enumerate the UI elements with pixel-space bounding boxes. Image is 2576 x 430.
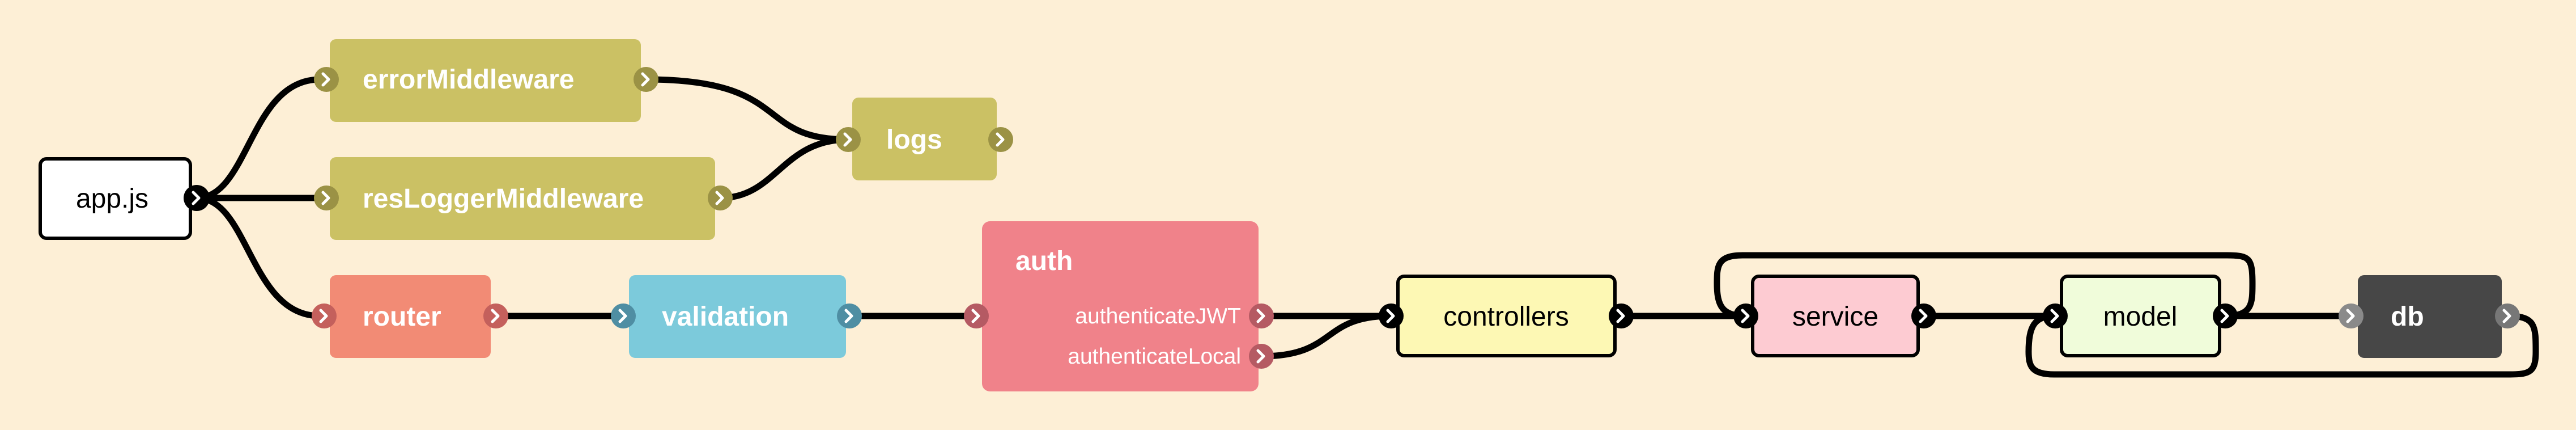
node-layer: app.js errorMiddleware resLoggerMiddlewa… bbox=[39, 39, 2520, 391]
node-service-label: service bbox=[1792, 302, 1878, 332]
port-model-in bbox=[2043, 303, 2068, 328]
chevron-right-icon[interactable] bbox=[184, 185, 210, 211]
node-db-label: db bbox=[2391, 302, 2424, 332]
node-service[interactable]: service bbox=[1733, 275, 1936, 357]
node-resloggermiddleware[interactable]: resLoggerMiddleware bbox=[314, 157, 733, 240]
node-db[interactable]: db bbox=[2339, 275, 2520, 358]
chevron-right-icon[interactable] bbox=[314, 67, 339, 92]
chevron-right-icon[interactable] bbox=[1609, 303, 1634, 328]
port-logs-in bbox=[836, 127, 861, 152]
chevron-right-icon[interactable] bbox=[1379, 303, 1404, 328]
port-resloggermiddleware-out bbox=[708, 186, 733, 210]
node-auth-label: auth bbox=[1015, 246, 1073, 276]
port-service-out bbox=[1911, 303, 1936, 328]
node-validation-box bbox=[629, 275, 846, 358]
edge-appjs-router bbox=[193, 195, 324, 319]
port-db-in bbox=[2339, 303, 2364, 328]
node-validation-label: validation bbox=[662, 302, 789, 332]
port-controllers-in bbox=[1379, 303, 1404, 328]
port-auth-local-out bbox=[1249, 344, 1274, 369]
port-auth-in bbox=[964, 303, 989, 328]
port-router-in bbox=[312, 303, 337, 328]
node-appjs-label: app.js bbox=[76, 184, 148, 214]
port-auth-jwt-out bbox=[1249, 303, 1274, 328]
chevron-right-icon[interactable] bbox=[1249, 303, 1274, 328]
chevron-right-icon[interactable] bbox=[2043, 303, 2068, 328]
edge-layer bbox=[193, 76, 2539, 378]
chevron-right-icon[interactable] bbox=[634, 67, 658, 92]
port-resloggermiddleware-in bbox=[314, 186, 339, 210]
edge-errormiddleware-logs bbox=[643, 76, 852, 143]
chevron-right-icon[interactable] bbox=[988, 127, 1013, 152]
node-errormiddleware-label: errorMiddleware bbox=[363, 65, 574, 95]
node-validation[interactable]: validation bbox=[611, 275, 862, 358]
node-resloggermiddleware-box bbox=[330, 157, 715, 240]
port-controllers-out bbox=[1609, 303, 1634, 328]
node-controllers[interactable]: controllers bbox=[1379, 275, 1634, 357]
port-model-out bbox=[2213, 303, 2238, 328]
chevron-right-icon[interactable] bbox=[1733, 303, 1758, 328]
edge-appjs-errormiddleware bbox=[193, 76, 324, 201]
node-logs[interactable]: logs bbox=[836, 98, 1013, 180]
node-controllers-label: controllers bbox=[1443, 302, 1568, 332]
chevron-right-icon[interactable] bbox=[2213, 303, 2238, 328]
chevron-right-icon[interactable] bbox=[836, 127, 861, 152]
port-errormiddleware-out bbox=[634, 67, 658, 92]
port-service-in bbox=[1733, 303, 1758, 328]
port-logs-out bbox=[988, 127, 1013, 152]
node-model-label: model bbox=[2103, 302, 2178, 332]
chevron-right-icon[interactable] bbox=[837, 303, 862, 328]
node-auth-port-jwt-label: authenticateJWT bbox=[1075, 304, 1241, 328]
node-db-box bbox=[2358, 275, 2502, 358]
edge-model-service-loop bbox=[1714, 252, 2256, 319]
node-auth-box bbox=[982, 221, 1259, 391]
node-router-label: router bbox=[363, 302, 441, 332]
port-appjs-out bbox=[184, 185, 210, 211]
node-logs-label: logs bbox=[886, 125, 942, 155]
node-model[interactable]: model bbox=[2043, 275, 2238, 357]
edge-authlocal-controllers bbox=[1258, 313, 1395, 360]
node-errormiddleware-box bbox=[330, 39, 641, 122]
chevron-right-icon[interactable] bbox=[2339, 303, 2364, 328]
chevron-right-icon[interactable] bbox=[312, 303, 337, 328]
node-logs-box bbox=[852, 98, 997, 180]
chevron-right-icon[interactable] bbox=[483, 303, 508, 328]
node-appjs[interactable]: app.js bbox=[39, 157, 210, 240]
chevron-right-icon[interactable] bbox=[2495, 303, 2520, 328]
node-errormiddleware[interactable]: errorMiddleware bbox=[314, 39, 658, 122]
port-router-out bbox=[483, 303, 508, 328]
chevron-right-icon[interactable] bbox=[314, 186, 339, 210]
port-db-out bbox=[2495, 303, 2520, 328]
node-auth[interactable]: auth authenticateJWT authenticateLocal bbox=[964, 221, 1274, 391]
chevron-right-icon[interactable] bbox=[1249, 344, 1274, 369]
chevron-right-icon[interactable] bbox=[611, 303, 636, 328]
chevron-right-icon[interactable] bbox=[964, 303, 989, 328]
node-resloggermiddleware-label: resLoggerMiddleware bbox=[363, 184, 644, 214]
chevron-right-icon[interactable] bbox=[1911, 303, 1936, 328]
node-auth-port-local-label: authenticateLocal bbox=[1068, 344, 1241, 369]
chevron-right-icon[interactable] bbox=[708, 186, 733, 210]
port-errormiddleware-in bbox=[314, 67, 339, 92]
port-validation-out bbox=[837, 303, 862, 328]
edge-db-model-loop bbox=[2025, 313, 2539, 378]
edge-resloggermiddleware-logs bbox=[717, 136, 852, 201]
port-validation-in bbox=[611, 303, 636, 328]
node-router-box bbox=[330, 275, 491, 358]
node-router[interactable]: router bbox=[312, 275, 508, 358]
